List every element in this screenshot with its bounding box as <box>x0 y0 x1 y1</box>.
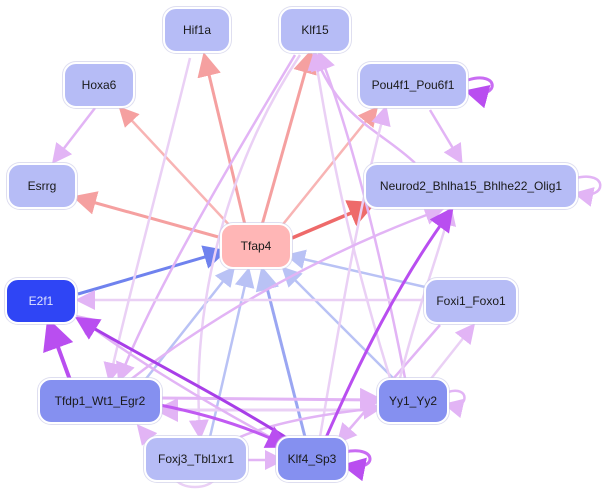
node-pou4f1-label: Pou4f1_Pou6f1 <box>371 78 455 92</box>
node-klf15[interactable]: Klf15 <box>279 7 351 53</box>
edge-klf4-pou4f1 <box>318 105 391 438</box>
node-esrrg[interactable]: Esrrg <box>7 163 77 209</box>
node-hoxa6-label: Hoxa6 <box>81 78 117 92</box>
edge-tfap4-neurod2 <box>291 200 377 240</box>
edge-tfdp1-tfap4 <box>144 266 236 381</box>
edge-tfap4-klf15 <box>260 49 317 226</box>
edge-neurod2-klf15 <box>311 50 416 164</box>
node-tfap4-label: Tfap4 <box>240 239 272 253</box>
node-hif1a[interactable]: Hif1a <box>163 7 231 53</box>
selfloop-klf4 <box>341 449 372 482</box>
node-e2f1-label: E2f1 <box>28 294 54 308</box>
edge-klf4-neurod2 <box>323 207 454 441</box>
edge-tfap4-hoxa6 <box>118 106 233 229</box>
edge-e2f1-tfap4 <box>77 245 228 296</box>
selfloop-yy1 <box>443 389 466 419</box>
edge-tfdp1-klf4 <box>159 403 291 448</box>
edge-foxi1-tfap4 <box>285 249 426 289</box>
node-neurod2-label: Neurod2_Bhlha15_Bhlhe22_Olig1 <box>379 179 563 193</box>
node-e2f1[interactable]: E2f1 <box>5 278 77 324</box>
edge-tfap4-hif1a <box>197 52 247 226</box>
edge-yy1-klf15 <box>307 50 392 379</box>
node-foxj3-label: Foxj3_Tbl1xr1 <box>157 452 235 466</box>
edge-pou4f1-neurod2 <box>428 109 463 165</box>
edge-yy1-foxi1 <box>429 323 476 381</box>
node-foxi1[interactable]: Foxi1_Foxo1 <box>424 278 518 324</box>
node-hif1a-label: Hif1a <box>182 23 211 37</box>
edge-hoxa6-esrrg <box>51 107 96 164</box>
edge-tfdp1-e2f1 <box>43 317 74 381</box>
node-foxi1-label: Foxi1_Foxo1 <box>436 294 506 308</box>
selfloop-pou4f1 <box>464 76 494 109</box>
node-pou4f1[interactable]: Pou4f1_Pou6f1 <box>358 62 468 108</box>
node-neurod2[interactable]: Neurod2_Bhlha15_Bhlhe22_Olig1 <box>364 163 578 209</box>
node-tfap4[interactable]: Tfap4 <box>220 223 292 269</box>
node-foxj3[interactable]: Foxj3_Tbl1xr1 <box>144 436 248 482</box>
node-yy1[interactable]: Yy1_Yy2 <box>377 378 449 424</box>
node-tfdp1-label: Tfdp1_Wt1_Egr2 <box>54 394 146 408</box>
node-tfdp1[interactable]: Tfdp1_Wt1_Egr2 <box>38 378 162 424</box>
edge-klf15-tfdp1 <box>116 54 297 383</box>
node-esrrg-label: Esrrg <box>27 179 57 193</box>
edge-klf4-e2f1-strong <box>74 316 291 442</box>
node-klf15-label: Klf15 <box>301 23 329 37</box>
node-klf4[interactable]: Klf4_Sp3 <box>276 436 348 482</box>
node-klf4-label: Klf4_Sp3 <box>287 452 337 466</box>
edge-tfdp1-neurod2 <box>129 205 445 381</box>
edge-tfap4-pou4f1 <box>279 106 379 229</box>
node-hoxa6[interactable]: Hoxa6 <box>63 62 135 108</box>
selfloop-neurod2 <box>573 175 602 207</box>
node-yy1-label: Yy1_Yy2 <box>388 394 438 408</box>
edge-klf4-tfap4 <box>255 266 307 438</box>
